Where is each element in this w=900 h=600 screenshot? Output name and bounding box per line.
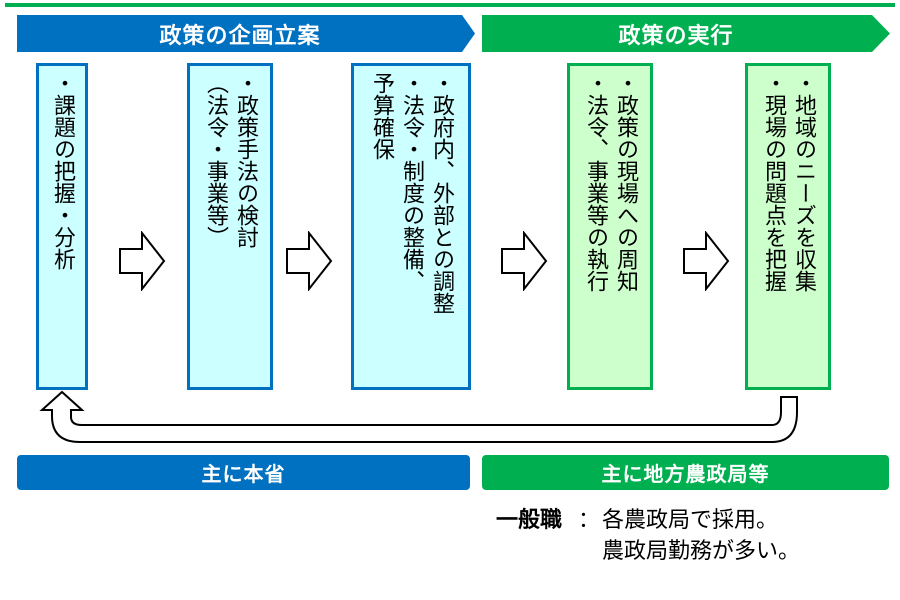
department-main-label: 主に本省 [201,462,286,486]
top-accent-line [5,3,895,7]
step-box-policy-methods: ・政策手法の検討 （法令・事業等） [187,63,273,390]
step-box-policy-execution: ・政策の現場への周知 ・法令、事業等の執行 [567,63,653,390]
right-arrow-outline-icon [119,231,166,291]
note-separator: ： [577,508,600,533]
phase-header-execution-label: 政策の実行 [618,23,734,49]
step-box-issue-analysis: ・課題の把握・分析 [36,63,88,390]
step-box-local-needs: ・地域のニーズを収集 ・現場の問題点を把握 [745,63,831,390]
step-text: ・政策手法の検討 （法令・事業等） [203,72,258,248]
step-text: ・課題の把握・分析 [50,72,75,270]
step-text: ・地域のニーズを収集 ・現場の問題点を把握 [761,72,816,292]
note-line-1: 各農政局で採用。 [602,508,779,533]
phase-header-execution: 政策の実行 [482,15,890,52]
department-regional-label: 主に地方農政局等 [601,462,770,486]
right-arrow-outline-icon [286,231,333,291]
note-indent [496,536,602,567]
note-line-2: 農政局勤務が多い。 [602,539,801,564]
right-arrow-outline-icon [501,231,548,291]
department-bar-regional-bureaus: 主に地方農政局等 [482,455,889,490]
department-bar-main-ministry: 主に本省 [17,455,470,490]
step-text: ・政府内、外部との調整 ・法令・制度の整備、 予算確保 [369,72,454,314]
step-text: ・政策の現場への周知 ・法令、事業等の執行 [583,72,638,292]
note-label: 一般職 [496,508,563,533]
phase-header-planning: 政策の企画立案 [17,15,475,52]
phase-header-planning-label: 政策の企画立案 [159,23,321,49]
u-turn-feedback-arrow-icon [39,390,798,443]
employment-note: 一般職 ： 各農政局で採用。 農政局勤務が多い。 [496,505,800,567]
step-box-coordination-legislation: ・政府内、外部との調整 ・法令・制度の整備、 予算確保 [351,63,471,390]
right-arrow-outline-icon [683,231,730,291]
